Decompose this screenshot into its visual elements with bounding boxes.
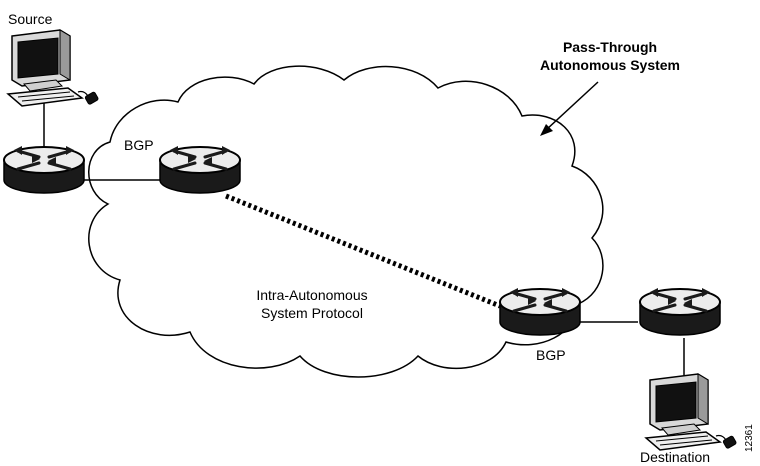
pointer-arrowhead	[540, 124, 553, 136]
router-icon	[158, 144, 242, 195]
router-icon	[2, 144, 86, 195]
destination-label: Destination	[640, 449, 710, 465]
pass-through-title-line1: Pass-Through	[563, 39, 657, 55]
destination-computer-icon	[645, 373, 738, 451]
router-icon	[638, 286, 722, 337]
source-label: Source	[8, 11, 53, 27]
bgp-label-right: BGP	[536, 347, 566, 363]
source-computer-icon	[7, 29, 100, 107]
pass-through-title-line2: Autonomous System	[540, 57, 680, 73]
intra-protocol-line1: Intra-Autonomous	[256, 287, 367, 303]
figure-id: 12361	[744, 424, 755, 452]
intra-protocol-line2: System Protocol	[261, 305, 363, 321]
pointer-arrow	[545, 81, 599, 131]
router-icon	[498, 286, 582, 337]
autonomous-system-cloud	[88, 65, 604, 378]
ibgp-link	[225, 193, 501, 309]
bgp-label-left: BGP	[124, 137, 154, 153]
